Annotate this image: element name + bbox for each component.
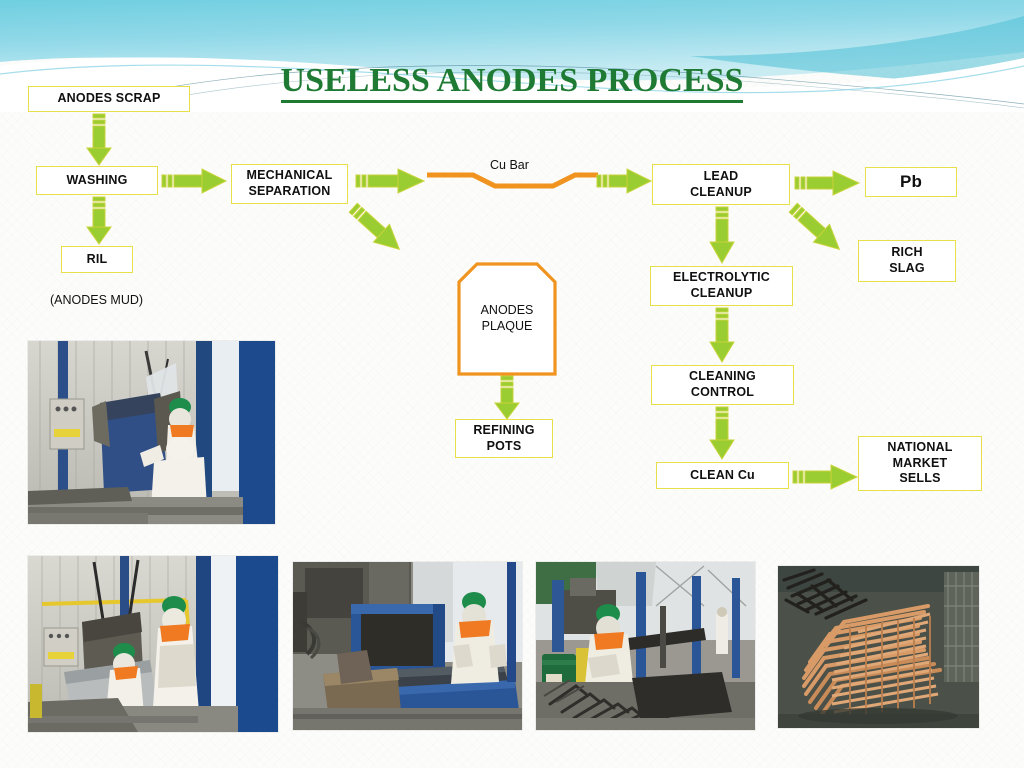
shape-anodes-plaque[interactable]: ANODES PLAQUE: [457, 262, 557, 381]
node-mechanical-separation-line1: MECHANICAL: [246, 168, 333, 183]
photo-washing-hopper: [28, 341, 275, 524]
node-lead-cleanup-line1: LEAD: [703, 168, 739, 183]
node-cleaning-control-line1: CLEANING: [689, 369, 756, 384]
node-pb[interactable]: Pb: [865, 167, 957, 197]
arrow-mechanical-to-plaque: [348, 202, 422, 258]
node-ril[interactable]: RIL: [61, 246, 133, 273]
arrow-electrolytic-to-cleaning: [709, 307, 735, 364]
node-electrolytic-cleanup-line1: ELECTROLYTIC: [672, 270, 771, 285]
node-mechanical-separation-line2: SEPARATION: [248, 184, 331, 198]
node-national-market-line1: NATIONAL: [887, 440, 953, 455]
node-electrolytic-cleanup[interactable]: ELECTROLYTIC CLEANUP: [650, 266, 793, 306]
arrow-washing-to-mechanical: [161, 168, 228, 194]
arrow-lead-to-electrolytic: [709, 206, 735, 265]
node-washing-label: WASHING: [66, 172, 128, 187]
node-cleaning-control[interactable]: CLEANING CONTROL: [651, 365, 794, 405]
node-electrolytic-cleanup-line2: CLEANUP: [690, 286, 753, 300]
node-clean-cu-label: CLEAN Cu: [690, 467, 755, 482]
arrow-mechanical-to-cubar: [355, 168, 426, 194]
node-mechanical-separation[interactable]: MECHANICAL SEPARATION: [231, 164, 348, 204]
node-national-market-line2: MARKET: [892, 455, 948, 470]
arrow-washing-to-ril: [85, 196, 113, 245]
node-refining-pots-line2: POTS: [486, 438, 522, 453]
svg-text:PLAQUE: PLAQUE: [482, 319, 533, 333]
node-lead-cleanup-line2: CLEANUP: [690, 184, 752, 199]
node-rich-slag[interactable]: RICH SLAG: [858, 240, 956, 282]
photo-copper-racks: [778, 566, 979, 728]
shape-cu-bar: [425, 170, 600, 197]
page-title: USELESS ANODES PROCESS: [0, 62, 1024, 103]
node-refining-pots[interactable]: REFINING POTS: [455, 419, 553, 458]
node-anodes-scrap-label: ANODES SCRAP: [57, 91, 161, 106]
node-lead-cleanup[interactable]: LEAD CLEANUP: [652, 164, 790, 205]
node-cleaning-control-line2: CONTROL: [690, 385, 755, 399]
note-anodes-mud: (ANODES MUD): [50, 293, 144, 307]
arrow-clean-cu-to-market: [792, 464, 861, 490]
node-pb-label: Pb: [899, 172, 923, 192]
node-washing[interactable]: WASHING: [36, 166, 158, 195]
arrow-lead-cleanup-to-pb: [794, 170, 863, 196]
label-cu-bar: Cu Bar: [490, 158, 529, 172]
node-anodes-scrap[interactable]: ANODES SCRAP: [28, 86, 190, 112]
node-clean-cu[interactable]: CLEAN Cu: [656, 462, 789, 489]
photo-anode-lifting: [28, 556, 278, 732]
svg-text:ANODES: ANODES: [481, 303, 534, 317]
node-ril-label: RIL: [86, 251, 108, 266]
node-national-market-line3: SELLS: [899, 471, 941, 486]
node-rich-slag-line2: SLAG: [889, 261, 925, 275]
arrow-plaque-to-refining: [494, 375, 520, 420]
arrow-scrap-to-washing: [85, 113, 113, 166]
photo-scrap-sorting: [536, 562, 755, 730]
photo-mechanical-separation: [293, 562, 522, 730]
header-banner: [0, 0, 1024, 112]
node-rich-slag-line1: RICH: [891, 245, 923, 260]
arrow-cubar-to-lead-cleanup: [596, 168, 653, 194]
page-title-text: USELESS ANODES PROCESS: [280, 62, 744, 103]
arrow-lead-cleanup-to-rich-slag: [788, 202, 862, 259]
node-national-market-sells[interactable]: NATIONAL MARKET SELLS: [858, 436, 982, 491]
node-refining-pots-line1: REFINING: [473, 422, 535, 437]
arrow-cleaning-to-clean-cu: [709, 406, 735, 461]
